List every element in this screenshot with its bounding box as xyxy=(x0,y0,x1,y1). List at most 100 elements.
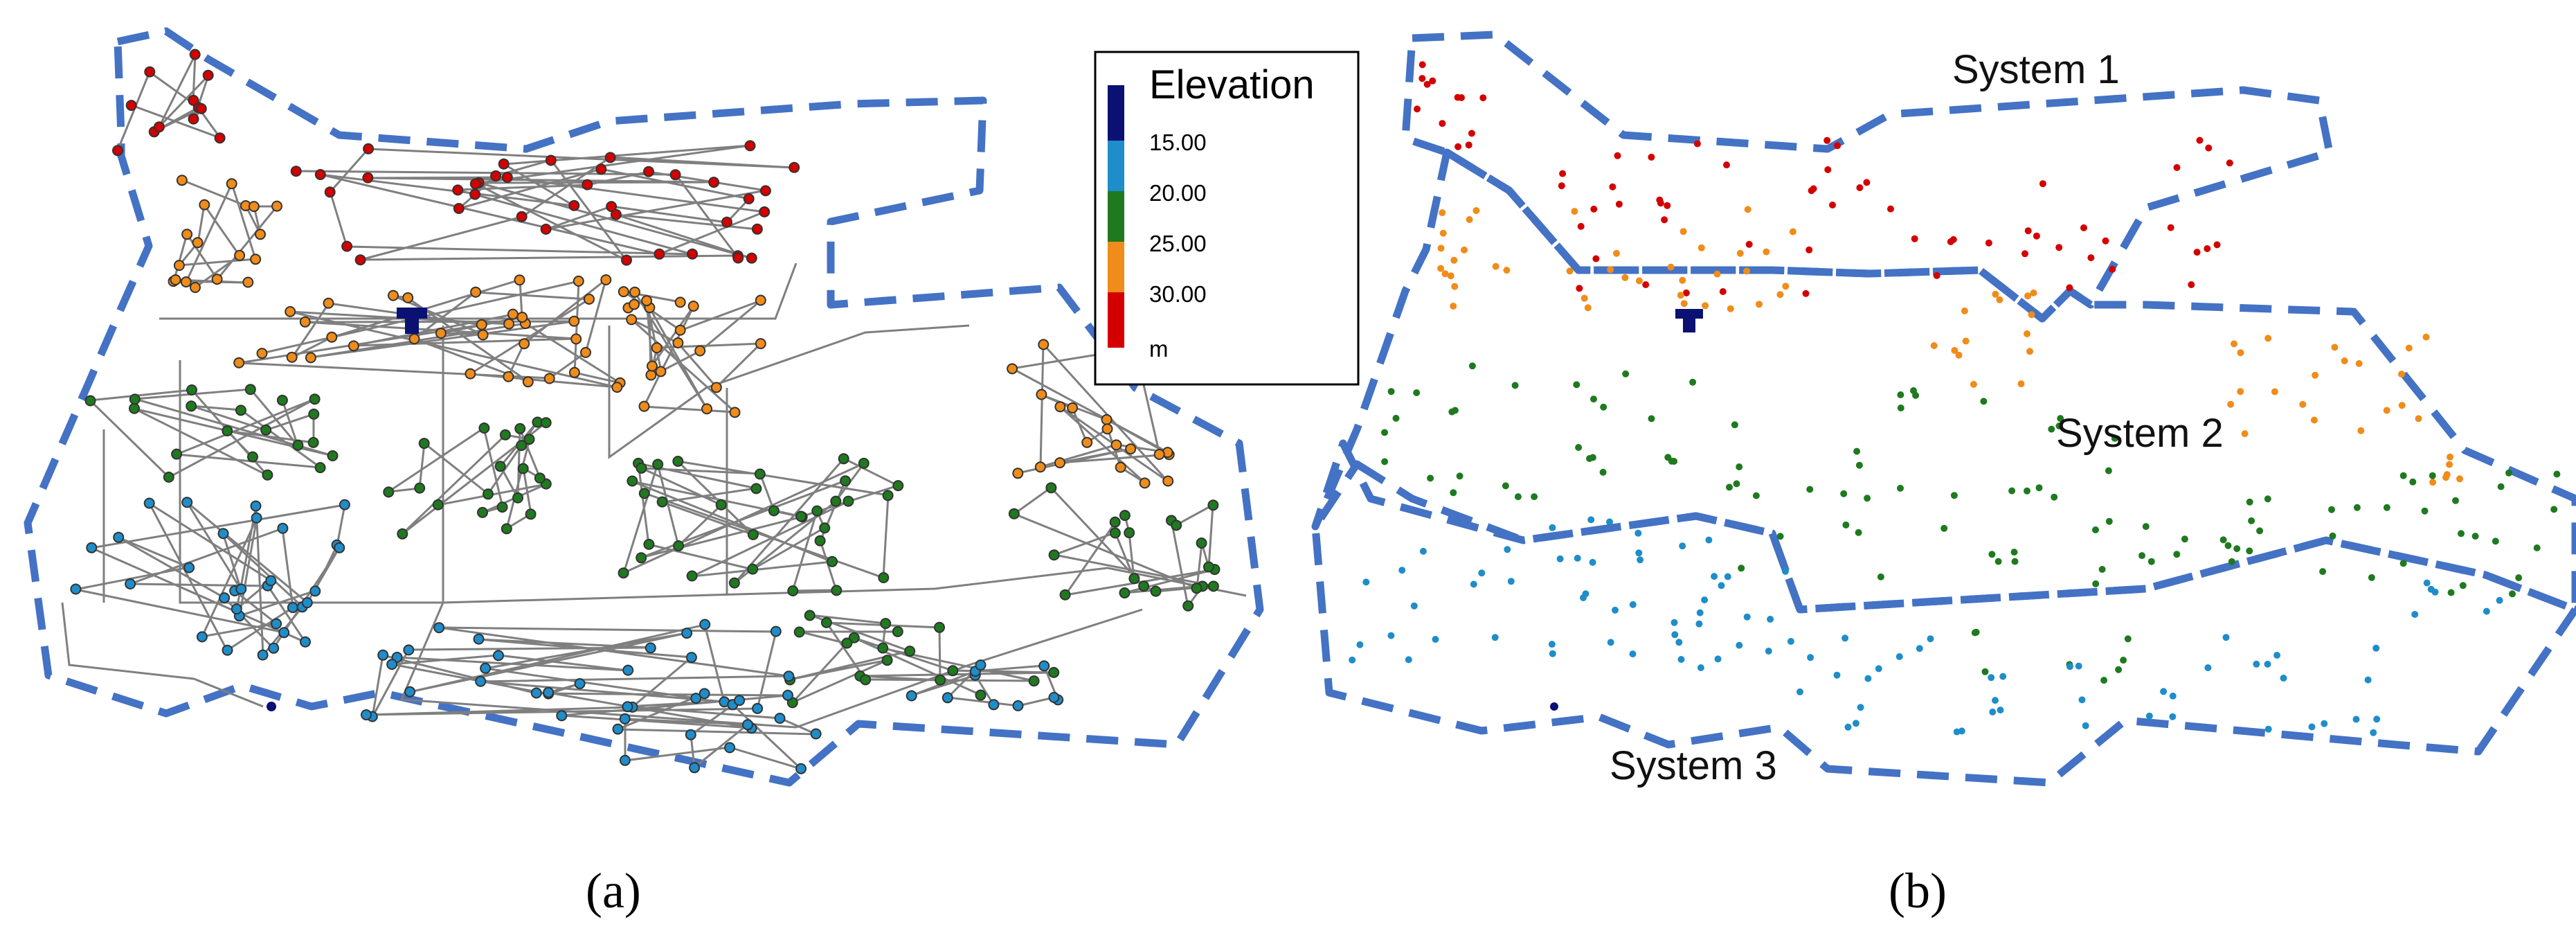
junction-node xyxy=(1609,183,1616,190)
junction-node xyxy=(171,448,183,460)
pipe-segment xyxy=(1011,486,1216,609)
junction-node xyxy=(408,333,420,345)
junction-node xyxy=(260,424,272,436)
junction-node xyxy=(452,184,464,196)
junction-node xyxy=(2213,241,2221,249)
junction-node xyxy=(1413,389,1421,396)
junction-node xyxy=(354,254,366,266)
junction-node xyxy=(1679,228,1687,236)
junction-node xyxy=(2321,720,2328,727)
junction-node xyxy=(2246,547,2253,555)
junction-node xyxy=(1736,463,1743,470)
junction-node xyxy=(674,296,686,308)
junction-node xyxy=(534,472,546,484)
junction-node xyxy=(299,316,311,328)
junction-node xyxy=(1472,207,1480,214)
junction-node xyxy=(1613,249,1620,257)
junction-node xyxy=(1549,650,1556,657)
junction-node xyxy=(1584,304,1592,312)
junction-node xyxy=(383,486,395,498)
junction-node xyxy=(1670,619,1678,626)
junction-node xyxy=(514,423,526,434)
junction-node xyxy=(1456,472,1463,480)
junction-node xyxy=(1502,482,1509,490)
junction-node xyxy=(1450,489,1457,497)
junction-node xyxy=(595,163,607,175)
junction-node xyxy=(1927,635,1934,643)
junction-node xyxy=(501,172,513,183)
junction-node xyxy=(2142,523,2150,531)
pipe-segment xyxy=(617,692,817,770)
junction-node xyxy=(892,480,904,492)
junction-node xyxy=(2024,487,2030,495)
junction-node xyxy=(477,506,488,518)
junction-node xyxy=(1109,516,1121,528)
junction-node xyxy=(323,297,334,309)
pipe-segment xyxy=(911,664,1060,707)
junction-node xyxy=(516,211,528,222)
junction-node xyxy=(2105,467,2112,474)
junction-node xyxy=(1824,166,1832,173)
junction-node xyxy=(2078,696,2086,704)
junction-node xyxy=(181,229,193,240)
junction-node xyxy=(2271,388,2278,396)
junction-node xyxy=(2280,675,2287,682)
junction-node xyxy=(629,286,640,298)
junction-node xyxy=(641,295,653,307)
junction-node xyxy=(1635,277,1643,285)
legend-swatch-3 xyxy=(1108,191,1124,242)
junction-node xyxy=(496,501,508,513)
junction-node xyxy=(1670,458,1678,465)
junction-node xyxy=(1548,641,1556,648)
junction-node xyxy=(1115,461,1126,473)
junction-node xyxy=(125,100,137,112)
junction-node xyxy=(2075,662,2082,670)
junction-node xyxy=(545,154,557,166)
junction-node xyxy=(2553,470,2561,478)
junction-node xyxy=(1787,638,1794,645)
junction-node xyxy=(1961,307,1968,314)
legend-tick-15: 15.00 xyxy=(1149,130,1207,155)
junction-node xyxy=(278,627,290,639)
junction-node xyxy=(1119,587,1131,598)
junction-node xyxy=(190,282,201,293)
junction-node xyxy=(755,294,766,306)
junction-node xyxy=(1806,486,1814,493)
junction-node xyxy=(747,563,759,575)
reservoir-icon xyxy=(1675,309,1703,332)
junction-node xyxy=(1587,516,1595,524)
junction-node xyxy=(2087,254,2095,262)
junction-node xyxy=(499,429,511,441)
junction-node xyxy=(568,199,580,211)
junction-node xyxy=(2319,568,2327,576)
junction-node xyxy=(1531,493,1538,501)
junction-node xyxy=(880,618,892,630)
junction-node xyxy=(783,670,795,682)
junction-node xyxy=(1693,140,1701,148)
junction-node xyxy=(244,384,256,396)
junction-node xyxy=(2241,430,2249,438)
junction-node xyxy=(2233,545,2241,553)
junction-node xyxy=(2055,244,2063,251)
junction-node xyxy=(1362,578,1370,586)
junction-node xyxy=(1930,342,1938,349)
junction-node xyxy=(2509,590,2516,598)
junction-node xyxy=(2098,566,2106,573)
junction-node xyxy=(70,583,82,595)
junction-node xyxy=(235,405,246,416)
junction-node xyxy=(1153,449,1165,460)
junction-node xyxy=(1573,381,1580,389)
junction-node xyxy=(1007,363,1018,375)
junction-node xyxy=(627,475,638,487)
junction-node xyxy=(795,763,807,774)
junction-node xyxy=(1648,153,1655,161)
junction-node xyxy=(1410,602,1418,610)
reservoir-icon xyxy=(397,308,427,334)
junction-node xyxy=(611,382,623,393)
junction-node xyxy=(2010,549,2018,556)
junction-node xyxy=(1864,495,1871,502)
junction-node xyxy=(1451,407,1459,414)
junction-node xyxy=(1743,613,1751,621)
junction-node xyxy=(1612,606,1619,614)
pipe-segment xyxy=(61,602,264,708)
